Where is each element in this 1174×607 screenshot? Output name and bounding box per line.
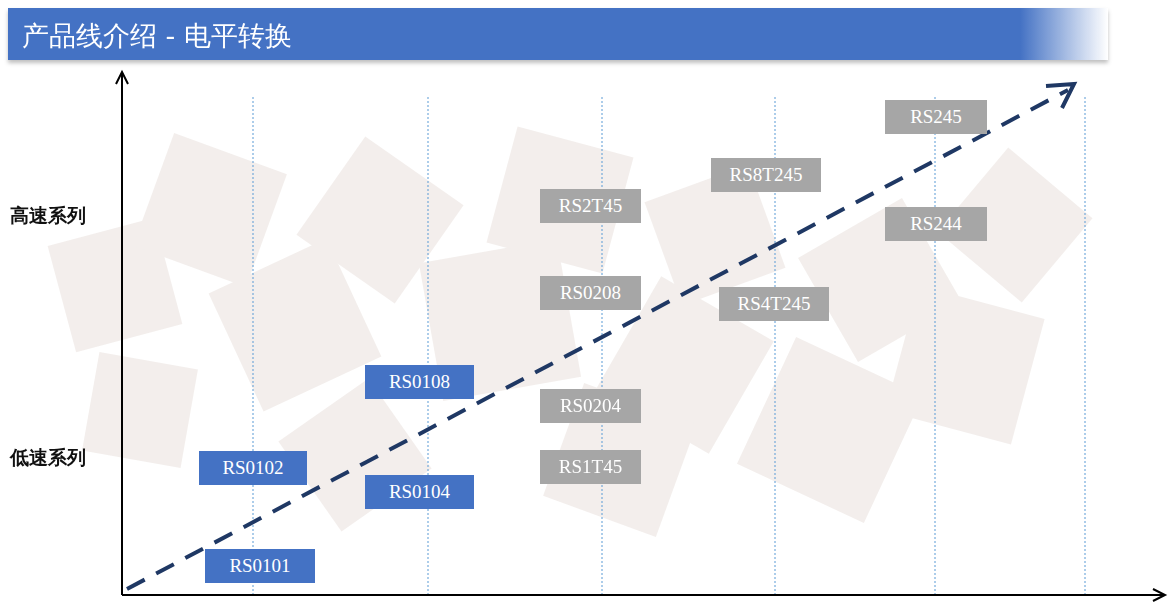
product-box: RS245 bbox=[885, 100, 987, 134]
axes bbox=[116, 72, 1165, 601]
title-text: 产品线介绍 - 电平转换 bbox=[22, 18, 292, 54]
product-name: RS0208 bbox=[560, 282, 621, 304]
low-speed-product-box: RS0104 bbox=[365, 475, 474, 509]
product-name: RS0101 bbox=[229, 555, 290, 577]
product-box: RS1T45 bbox=[540, 450, 641, 484]
grid-lines bbox=[253, 97, 1085, 595]
low-speed-product-box: RS0108 bbox=[365, 365, 474, 399]
product-box: RS8T245 bbox=[711, 158, 821, 192]
axis-category-label: 低速系列 bbox=[10, 445, 86, 471]
product-name: RS0108 bbox=[389, 371, 450, 393]
product-name: RS245 bbox=[910, 106, 962, 128]
low-speed-product-box: RS0102 bbox=[199, 451, 307, 485]
product-name: RS4T245 bbox=[738, 293, 811, 315]
low-speed-product-box: RS0101 bbox=[205, 549, 315, 583]
product-name: RS8T245 bbox=[730, 164, 803, 186]
product-name: RS0102 bbox=[222, 457, 283, 479]
product-name: RS0204 bbox=[560, 395, 621, 417]
product-box: RS0204 bbox=[540, 389, 641, 423]
axis-category-label: 高速系列 bbox=[10, 203, 86, 229]
decor-squares bbox=[48, 127, 1093, 537]
title-bar: 产品线介绍 - 电平转换 bbox=[8, 8, 1108, 60]
product-name: RS1T45 bbox=[559, 456, 622, 478]
product-box: RS0208 bbox=[540, 276, 641, 310]
product-box: RS2T45 bbox=[540, 189, 641, 223]
product-box: RS244 bbox=[885, 207, 987, 241]
product-name: RS244 bbox=[910, 213, 962, 235]
product-box: RS4T245 bbox=[719, 287, 829, 321]
trend-arrow bbox=[127, 84, 1074, 589]
product-name: RS2T45 bbox=[559, 195, 622, 217]
product-name: RS0104 bbox=[389, 481, 450, 503]
